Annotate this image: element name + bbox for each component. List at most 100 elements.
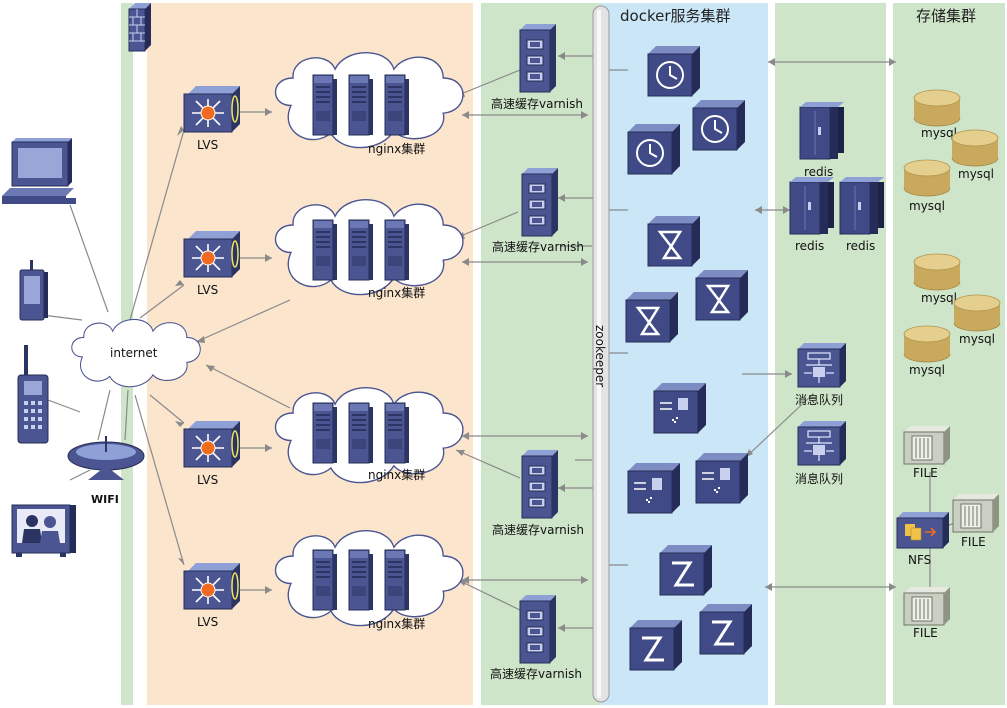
mysql-db-icon bbox=[913, 89, 961, 127]
varnish-4[interactable]: 高速缓存varnish bbox=[490, 594, 582, 681]
router-x-icon bbox=[705, 284, 731, 314]
mysql-db-icon bbox=[951, 129, 999, 167]
file-server-2[interactable]: FILE bbox=[952, 493, 1000, 549]
message-queue-2[interactable]: 消息队列 bbox=[795, 420, 847, 486]
nginx-cluster-4[interactable]: nginx集群 bbox=[274, 529, 464, 631]
nginx-label: nginx集群 bbox=[368, 467, 425, 482]
nginx-cluster-3[interactable]: nginx集群 bbox=[274, 386, 464, 484]
cache-zone bbox=[481, 3, 601, 705]
message-queue-icon bbox=[797, 420, 847, 466]
server-icon bbox=[348, 74, 374, 136]
cell-phone-icon bbox=[17, 345, 49, 444]
zed-icon bbox=[672, 561, 694, 587]
service-box-icon bbox=[702, 472, 714, 480]
file-server-icon bbox=[952, 493, 1000, 533]
mysql-label: mysql bbox=[921, 126, 957, 140]
redis-cabinet-icon bbox=[789, 176, 835, 235]
lvs-label: LVS bbox=[197, 615, 218, 629]
mysql-label: mysql bbox=[909, 363, 945, 377]
redis-1[interactable]: redis bbox=[799, 101, 845, 179]
message-queue-icon bbox=[797, 342, 847, 388]
clock-icon bbox=[669, 66, 678, 80]
nginx-cluster-2[interactable]: nginx集群 bbox=[274, 198, 464, 300]
server-icon bbox=[384, 219, 410, 281]
file-server-icon bbox=[903, 425, 951, 465]
mysql-label: mysql bbox=[921, 291, 957, 305]
wifi-dish-icon bbox=[67, 436, 145, 480]
redis-2[interactable]: redis bbox=[789, 176, 835, 253]
file-label: FILE bbox=[913, 626, 938, 640]
clock-service-2[interactable] bbox=[692, 99, 746, 151]
varnish-3[interactable]: 高速缓存varnish bbox=[492, 449, 584, 537]
server-icon bbox=[312, 219, 338, 281]
file-label: FILE bbox=[961, 535, 986, 549]
server-icon bbox=[348, 219, 374, 281]
file-label: FILE bbox=[913, 466, 938, 480]
varnish-cache-icon bbox=[521, 449, 559, 519]
mysql-6[interactable]: mysql bbox=[903, 325, 951, 377]
clock-service-1[interactable] bbox=[647, 45, 701, 97]
mysql-label: mysql bbox=[958, 167, 994, 181]
app-service-1[interactable] bbox=[653, 382, 707, 434]
zookeeper-label: zookeeper bbox=[593, 325, 607, 387]
app-service-3[interactable] bbox=[695, 452, 749, 504]
app-service-2[interactable] bbox=[627, 462, 681, 514]
clock-service-3[interactable] bbox=[627, 123, 681, 175]
clock-icon bbox=[649, 144, 658, 158]
mysql-4[interactable]: mysql bbox=[913, 253, 961, 305]
lvs-3[interactable]: LVS bbox=[183, 420, 241, 487]
nginx-cluster-1[interactable]: nginx集群 bbox=[274, 51, 464, 156]
zed-icon bbox=[712, 620, 734, 646]
server-icon bbox=[348, 402, 374, 464]
file-server-icon bbox=[903, 586, 951, 626]
message-queue-1[interactable]: 消息队列 bbox=[795, 342, 847, 407]
router-x-icon bbox=[635, 306, 661, 336]
lvs-switch-icon bbox=[183, 85, 241, 133]
mysql-label: mysql bbox=[959, 332, 995, 346]
zookeeper-bus[interactable]: zookeeper bbox=[592, 5, 610, 703]
redis-3[interactable]: redis bbox=[839, 176, 885, 253]
zed-service-3[interactable] bbox=[629, 619, 683, 671]
server-icon bbox=[312, 549, 338, 611]
varnish-label: 高速缓存varnish bbox=[492, 522, 584, 537]
varnish-label: 高速缓存varnish bbox=[490, 666, 582, 681]
varnish-cache-icon bbox=[519, 23, 557, 93]
mysql-db-icon bbox=[913, 253, 961, 291]
mysql-5[interactable]: mysql bbox=[953, 294, 1001, 346]
file-server-1[interactable]: FILE bbox=[903, 425, 951, 480]
varnish-2[interactable]: 高速缓存varnish bbox=[492, 167, 584, 254]
server-icon bbox=[312, 402, 338, 464]
lvs-1[interactable]: LVS bbox=[183, 85, 241, 152]
storage-cluster-header: 存储集群 bbox=[916, 7, 976, 25]
service-box-icon bbox=[660, 402, 672, 410]
lvs-label: LVS bbox=[197, 473, 218, 487]
lvs-2[interactable]: LVS bbox=[183, 230, 241, 297]
router-x-icon bbox=[657, 230, 683, 260]
router-service-2[interactable] bbox=[695, 269, 749, 321]
nginx-label: nginx集群 bbox=[368, 141, 425, 156]
nginx-label: nginx集群 bbox=[368, 616, 425, 631]
mysql-db-icon bbox=[903, 325, 951, 363]
nfs-1[interactable]: NFS bbox=[896, 512, 949, 567]
lvs-label: LVS bbox=[197, 283, 218, 297]
mysql-2[interactable]: mysql bbox=[951, 129, 999, 181]
file-server-3[interactable]: FILE bbox=[903, 586, 951, 640]
server-icon bbox=[384, 402, 410, 464]
zed-service-2[interactable] bbox=[699, 603, 753, 655]
zed-service-1[interactable] bbox=[659, 544, 713, 596]
lvs-4[interactable]: LVS bbox=[183, 562, 241, 629]
mysql-3[interactable]: mysql bbox=[903, 159, 951, 213]
mysql-1[interactable]: mysql bbox=[913, 89, 961, 140]
router-service-1[interactable] bbox=[647, 215, 701, 267]
redis-label: redis bbox=[846, 239, 875, 253]
mq-label: 消息队列 bbox=[795, 471, 843, 486]
varnish-1[interactable]: 高速缓存varnish bbox=[491, 23, 583, 111]
mysql-db-icon bbox=[903, 159, 951, 197]
nfs-label: NFS bbox=[908, 553, 931, 567]
varnish-cache-icon bbox=[521, 167, 559, 237]
varnish-label: 高速缓存varnish bbox=[492, 239, 584, 254]
lvs-switch-icon bbox=[183, 230, 241, 278]
router-service-3[interactable] bbox=[625, 291, 679, 343]
internet-label: internet bbox=[110, 346, 158, 360]
